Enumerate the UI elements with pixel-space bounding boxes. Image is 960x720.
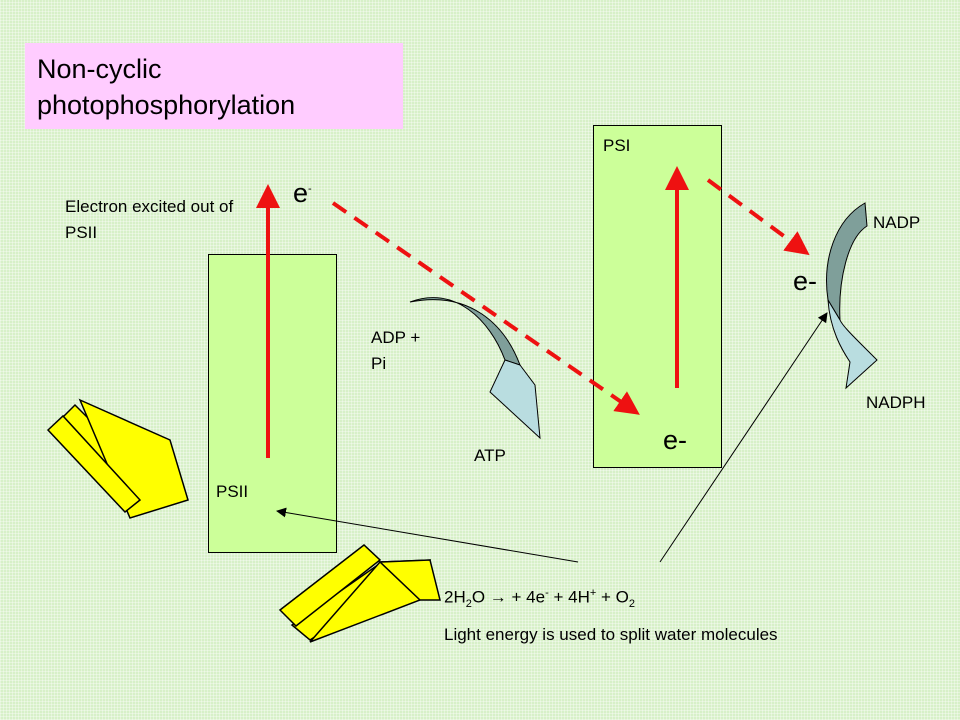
adp-atp-curved-arrow-bottom — [489, 359, 541, 440]
electron-to-nadp-dashed-arrow — [706, 178, 810, 256]
nadp-curved-arrow-top — [826, 202, 868, 321]
nadph-label: NADPH — [866, 393, 926, 412]
light-energy-label: Light energy is used to split water mole… — [444, 625, 778, 644]
psi-label: PSI — [603, 136, 631, 155]
nadp-curved-arrow-bottom — [827, 299, 878, 390]
adp-label: ADP + Pi — [371, 328, 421, 373]
light-arrow-left — [46, 398, 189, 519]
electron-excited-label: Electron excited out of PSII — [65, 197, 234, 242]
water-splitting-equation: 2H2O → + 4e- + 4H+ + O2 — [444, 587, 636, 611]
title-box: Non-cyclic photophosphorylation — [25, 43, 403, 129]
psi-box — [593, 125, 722, 468]
psii-label: PSII — [216, 482, 249, 501]
water-to-nadp-arrow — [659, 312, 828, 563]
adp-atp-curved-arrow-top — [409, 297, 521, 366]
electron-top-label: e- — [293, 178, 312, 208]
psii-box — [208, 254, 337, 553]
light-arrow-bottom — [278, 544, 441, 643]
atp-label: ATP — [474, 446, 506, 465]
diagram-title: Non-cyclic photophosphorylation — [37, 54, 296, 120]
electron-transport-dashed-arrow — [331, 201, 640, 415]
water-to-psii-arrow — [276, 507, 579, 563]
electron-bottom-label: e- — [663, 425, 688, 455]
electron-right-label: e- — [793, 266, 818, 296]
nadp-label: NADP — [873, 213, 921, 232]
